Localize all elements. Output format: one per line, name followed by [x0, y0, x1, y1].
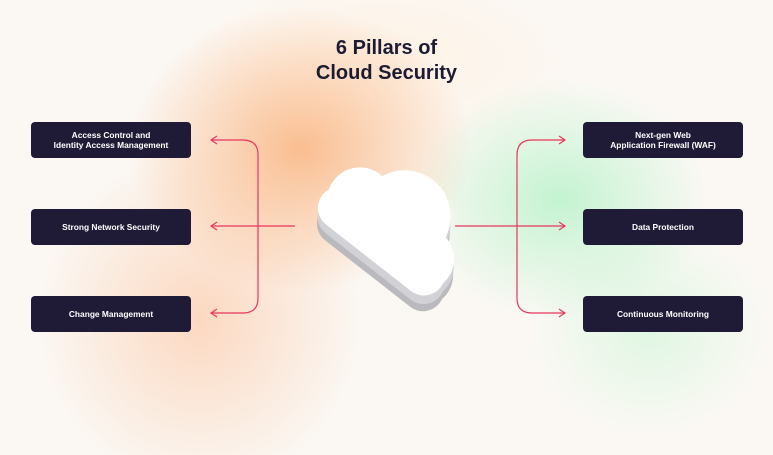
arrow-right-2 [558, 221, 567, 231]
connector-right-1 [516, 139, 564, 156]
arrow-left-1 [209, 135, 218, 145]
arrow-right-1 [558, 135, 567, 145]
arrow-left-2 [209, 221, 218, 231]
title-line-2: Cloud Security [315, 62, 458, 84]
pillar-data-protection: Data Protection [583, 209, 743, 245]
connector-right-3 [516, 297, 564, 314]
diagram-title: 6 Pillars of Cloud Security [0, 36, 773, 86]
right-connectors [455, 135, 567, 318]
arrow-left-3 [209, 308, 218, 318]
arrow-right-3 [558, 308, 567, 318]
pillar-waf: Next-gen Web Application Firewall (WAF) [583, 122, 743, 158]
pillar-change-management: Change Management [31, 296, 191, 332]
connector-left-1 [212, 139, 259, 156]
pillar-network-security: Strong Network Security [31, 209, 191, 245]
pillar-access-control: Access Control and Identity Access Manag… [31, 122, 191, 158]
title-line-1: 6 Pillars of [335, 37, 438, 59]
cloud-icon [316, 167, 455, 312]
pillar-continuous-monitoring: Continuous Monitoring [583, 296, 743, 332]
connector-left-3 [212, 297, 259, 314]
left-connectors [209, 135, 295, 318]
